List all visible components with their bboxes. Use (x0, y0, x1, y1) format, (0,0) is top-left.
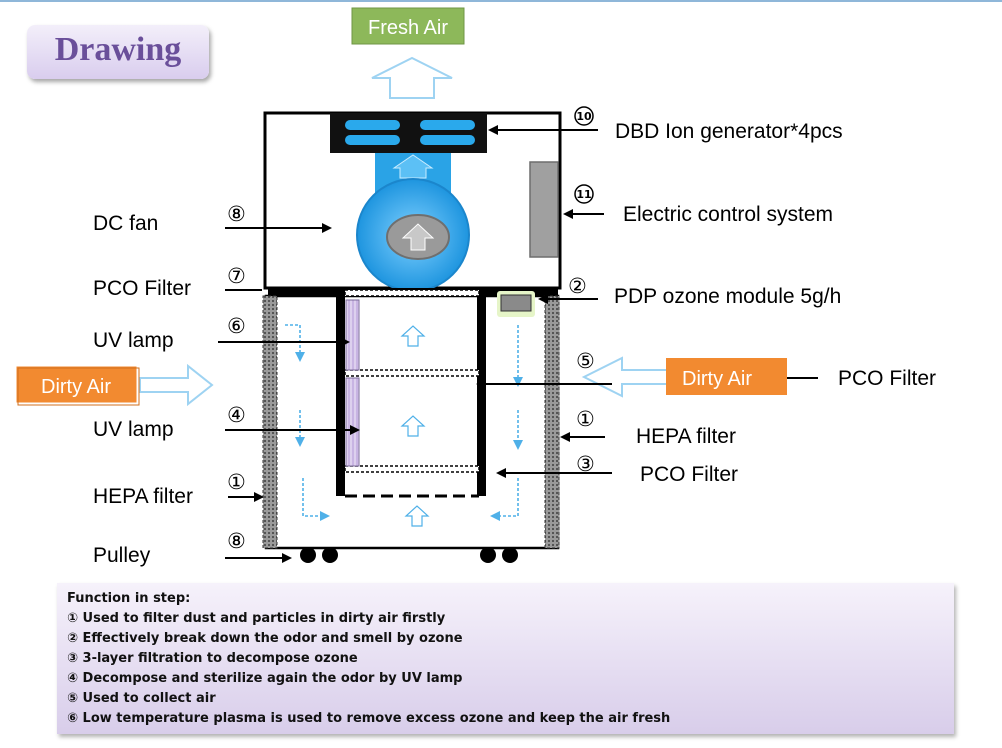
num-pulley: ⑧ (227, 529, 246, 553)
num-hepa-filter-right: ① (576, 407, 595, 431)
dirty-air-right-arrow-icon (581, 356, 669, 398)
label-hepa-filter-right: HEPA filter (636, 425, 736, 448)
label-pco-filter-right: PCO Filter (838, 367, 936, 390)
num-uv-lamp-upper: ⑥ (227, 314, 246, 338)
function-step: ⑥ Low temperature plasma is used to remo… (67, 711, 671, 726)
pco-filter-bottom (344, 465, 480, 473)
dirty-air-left-label: Dirty Air (41, 376, 111, 398)
pdp-ozone-module (500, 294, 532, 312)
function-step: ④ Decompose and sterilize again the odor… (67, 671, 463, 686)
function-step: ③ 3-layer filtration to decompose ozone (67, 651, 358, 666)
right-hepa-filter (544, 295, 560, 549)
label-uv-lamp-upper: UV lamp (93, 329, 174, 352)
fresh-air-tag: Fresh Air (351, 7, 465, 45)
label-uv-lamp-lower: UV lamp (93, 418, 174, 441)
label-ozone-module: PDP ozone module 5g/h (614, 285, 841, 308)
fresh-air-label: Fresh Air (368, 17, 448, 39)
title-box: Drawing (27, 25, 209, 79)
fresh-air-arrow-icon (371, 56, 453, 99)
fan-duct-arrow-icon (392, 154, 434, 179)
dirty-air-right-tag: Dirty Air (666, 358, 787, 395)
pco-filter-top (344, 289, 480, 297)
num-ozone-module: ② (568, 274, 587, 298)
fan-hub-arrow-icon (401, 223, 435, 251)
page-title: Drawing (54, 31, 182, 68)
electric-control-box (529, 161, 559, 258)
left-hepa-filter (262, 295, 278, 549)
label-pulley: Pulley (93, 544, 151, 567)
function-step: ⑤ Used to collect air (67, 691, 216, 706)
lower-chamber (264, 294, 560, 550)
dbd-ion-generator (330, 113, 487, 153)
dirty-air-left-arrow-icon (139, 363, 214, 407)
function-step: ① Used to filter dust and particles in d… (67, 611, 446, 626)
inner-left-wall (336, 296, 345, 496)
top-divider-line (0, 0, 1002, 2)
label-hepa-filter-left: HEPA filter (93, 485, 193, 508)
num-uv-lamp-lower: ④ (227, 403, 246, 427)
num-hepa-filter-left: ① (227, 470, 246, 494)
function-panel: Function in step: ① Used to filter dust … (57, 583, 954, 734)
num-pco-filter-bottom: ③ (576, 452, 595, 476)
num-dc-fan: ⑧ (227, 202, 246, 226)
uv-lamp-upper (345, 299, 360, 371)
up-airflow-icons (400, 325, 430, 527)
label-pco-filter-left: PCO Filter (93, 277, 191, 300)
num-circle-dbd (574, 106, 594, 126)
label-pco-filter-bottom: PCO Filter (640, 463, 738, 486)
airflow-arrows (285, 324, 523, 521)
num-dbd-ion: 10 (576, 110, 592, 123)
label-dc-fan: DC fan (93, 212, 158, 235)
function-heading: Function in step: (67, 591, 191, 606)
function-step: ② Effectively break down the odor and sm… (67, 631, 463, 646)
purifier-diagram: Fresh Air (15, 7, 936, 567)
label-dbd-ion: DBD Ion generator*4pcs (615, 120, 843, 143)
uv-lamp-lower (345, 377, 360, 467)
inner-right-wall (477, 296, 486, 496)
num-circle-electric (574, 184, 594, 204)
pulley-wheels (300, 547, 518, 563)
num-pco-filter-right: ⑤ (576, 349, 595, 373)
pco-filter-middle (344, 369, 480, 377)
num-pco-filter-left: ⑦ (227, 264, 246, 288)
label-electric-control: Electric control system (623, 203, 833, 226)
dirty-air-right-label: Dirty Air (682, 368, 752, 390)
num-electric-control: 11 (576, 188, 591, 201)
dirty-air-left-tag: Dirty Air (15, 365, 140, 406)
